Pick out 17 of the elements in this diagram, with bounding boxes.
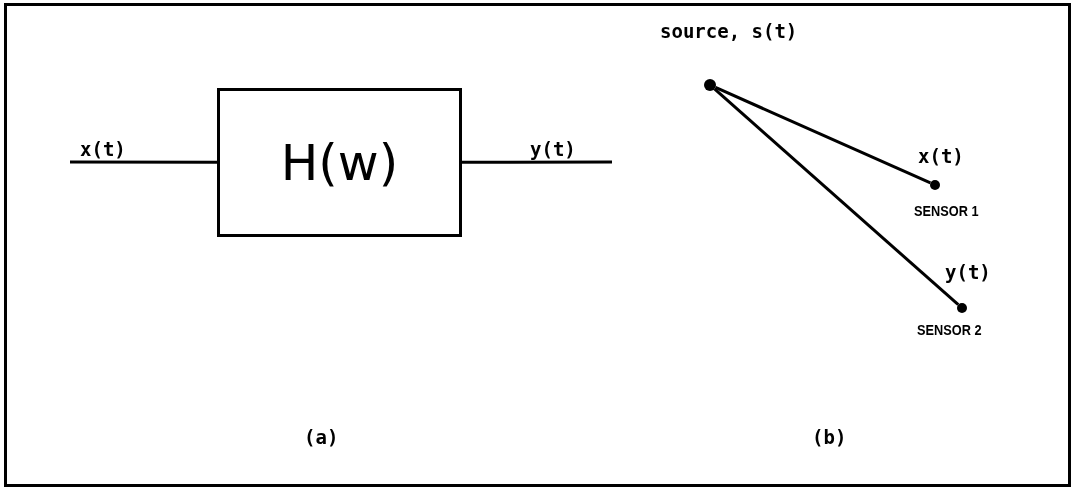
signal-label: x(t) — [918, 147, 964, 166]
signal-line — [462, 160, 612, 164]
edge-label: y(t) — [530, 140, 576, 159]
point-marker — [957, 303, 967, 313]
sensor-label: SENSOR 2 — [917, 322, 982, 337]
edge-label: x(t) — [80, 140, 126, 159]
signal-line — [70, 160, 217, 164]
sensor-label: SENSOR 1 — [914, 203, 979, 218]
connecting-line — [714, 86, 932, 185]
point-marker — [704, 79, 716, 91]
point-marker — [930, 180, 940, 190]
connecting-line — [713, 87, 960, 306]
panel-label: (a) — [304, 428, 339, 447]
signal-label: y(t) — [945, 263, 991, 282]
signal-label: source, s(t) — [660, 22, 798, 41]
panel-label: (b) — [812, 428, 847, 447]
transfer-function-box: H(w) — [217, 88, 462, 237]
